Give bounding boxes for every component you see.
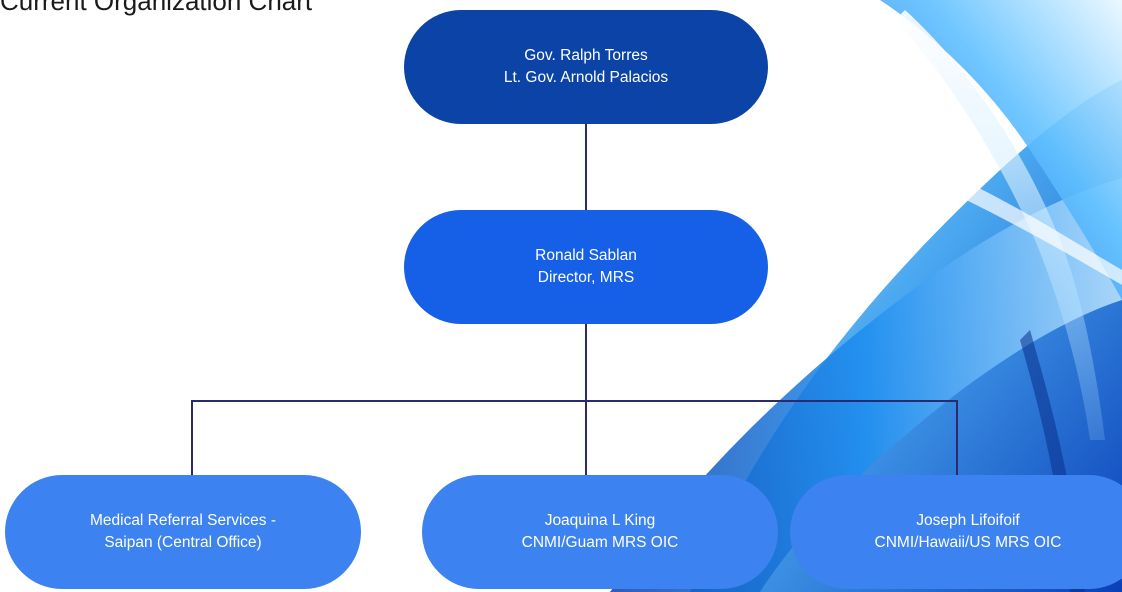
org-node-central-office: Medical Referral Services - Saipan (Cent…	[5, 475, 361, 589]
swirl-highlight	[895, 10, 1105, 440]
node-line-2: Director, MRS	[537, 269, 635, 286]
swirl-band-light	[880, 0, 1122, 300]
node-line-2: CNMI/Hawaii/US MRS OIC	[874, 534, 1062, 551]
org-node-governor: Gov. Ralph Torres Lt. Gov. Arnold Palaci…	[404, 10, 768, 124]
org-node-director: Ronald Sablan Director, MRS	[404, 210, 768, 324]
node-line-1: Joaquina L King	[544, 512, 656, 529]
node-line-2: CNMI/Guam MRS OIC	[521, 534, 679, 551]
node-line-1: Gov. Ralph Torres	[524, 47, 648, 64]
org-node-guam-oic: Joaquina L King CNMI/Guam MRS OIC	[422, 475, 778, 589]
node-line-1: Medical Referral Services -	[89, 512, 277, 529]
node-line-1: Ronald Sablan	[535, 247, 637, 264]
org-node-hawaii-oic: Joseph Lifoifoif CNMI/Hawaii/US MRS OIC	[790, 475, 1122, 589]
node-line-2: Saipan (Central Office)	[104, 534, 262, 551]
node-line-1: Joseph Lifoifoif	[916, 512, 1020, 529]
slide-caption: Current Organization Chart	[0, 0, 313, 16]
swirl-streak	[935, 170, 1122, 285]
node-line-2: Lt. Gov. Arnold Palacios	[503, 69, 669, 86]
